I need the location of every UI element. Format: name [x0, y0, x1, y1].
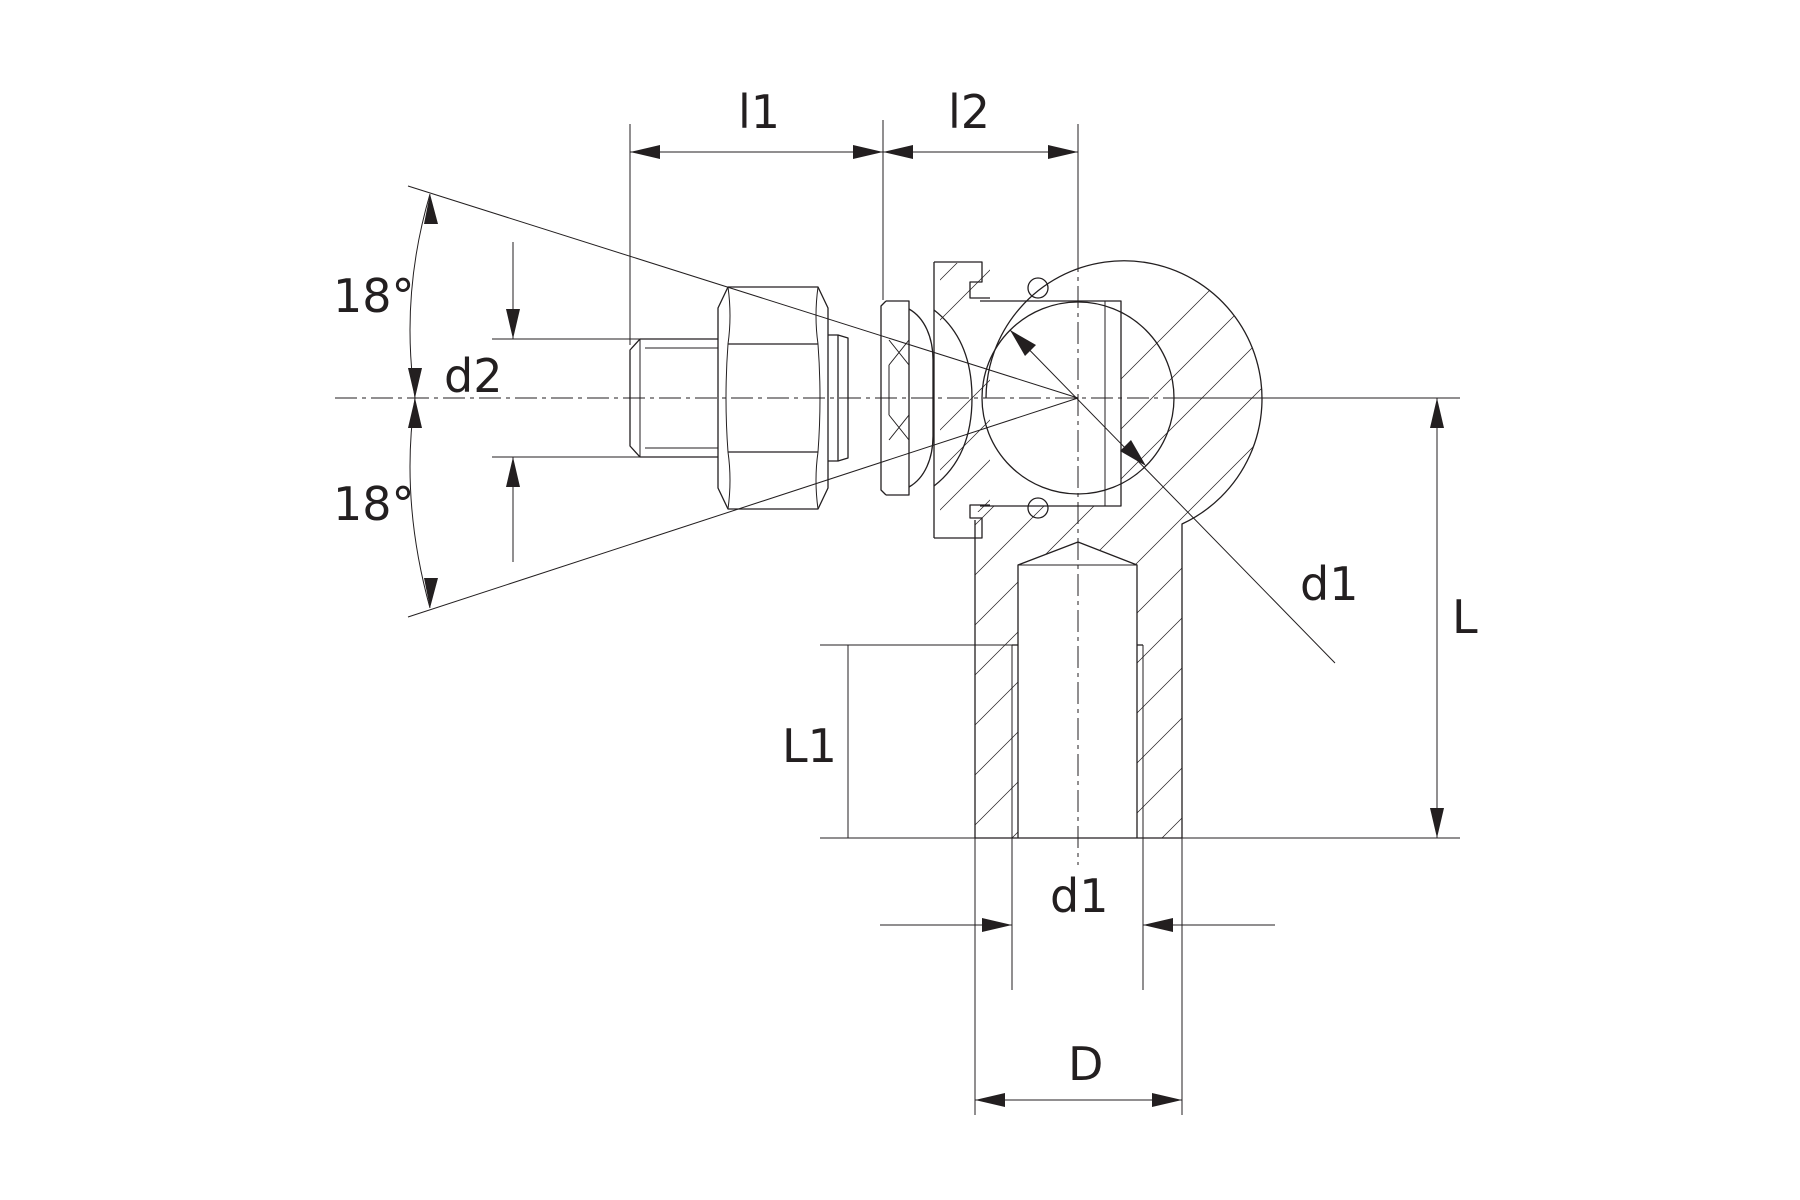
- label-D: D: [1068, 1037, 1103, 1091]
- dimension-thread-d1: [880, 918, 1275, 932]
- label-d2: d2: [444, 349, 502, 403]
- dimension-L1: [820, 644, 1012, 838]
- dimension-l1-l2: [629, 120, 1079, 345]
- dimension-ball-d1: [1009, 329, 1336, 664]
- label-thread-d1: d1: [1050, 869, 1108, 923]
- label-l2: l2: [948, 85, 990, 139]
- label-ball-d1: d1: [1300, 557, 1358, 611]
- label-L1: L1: [782, 719, 837, 773]
- hex-nut: [717, 286, 829, 510]
- label-l1: l1: [738, 85, 780, 139]
- label-angle-upper: 18°: [333, 269, 415, 323]
- label-L: L: [1452, 590, 1478, 644]
- retaining-pin-upper: [1027, 277, 1049, 299]
- dimension-D: [974, 838, 1183, 1115]
- centre-lines: [335, 250, 1460, 865]
- retaining-sleeve: [933, 261, 1049, 539]
- retaining-pin-lower: [1027, 497, 1049, 519]
- label-angle-lower: 18°: [333, 477, 415, 531]
- angle-lines: [407, 185, 1079, 618]
- dimension-d2: [492, 242, 640, 562]
- dimension-angle: [408, 193, 438, 609]
- dimension-L: [820, 397, 1460, 839]
